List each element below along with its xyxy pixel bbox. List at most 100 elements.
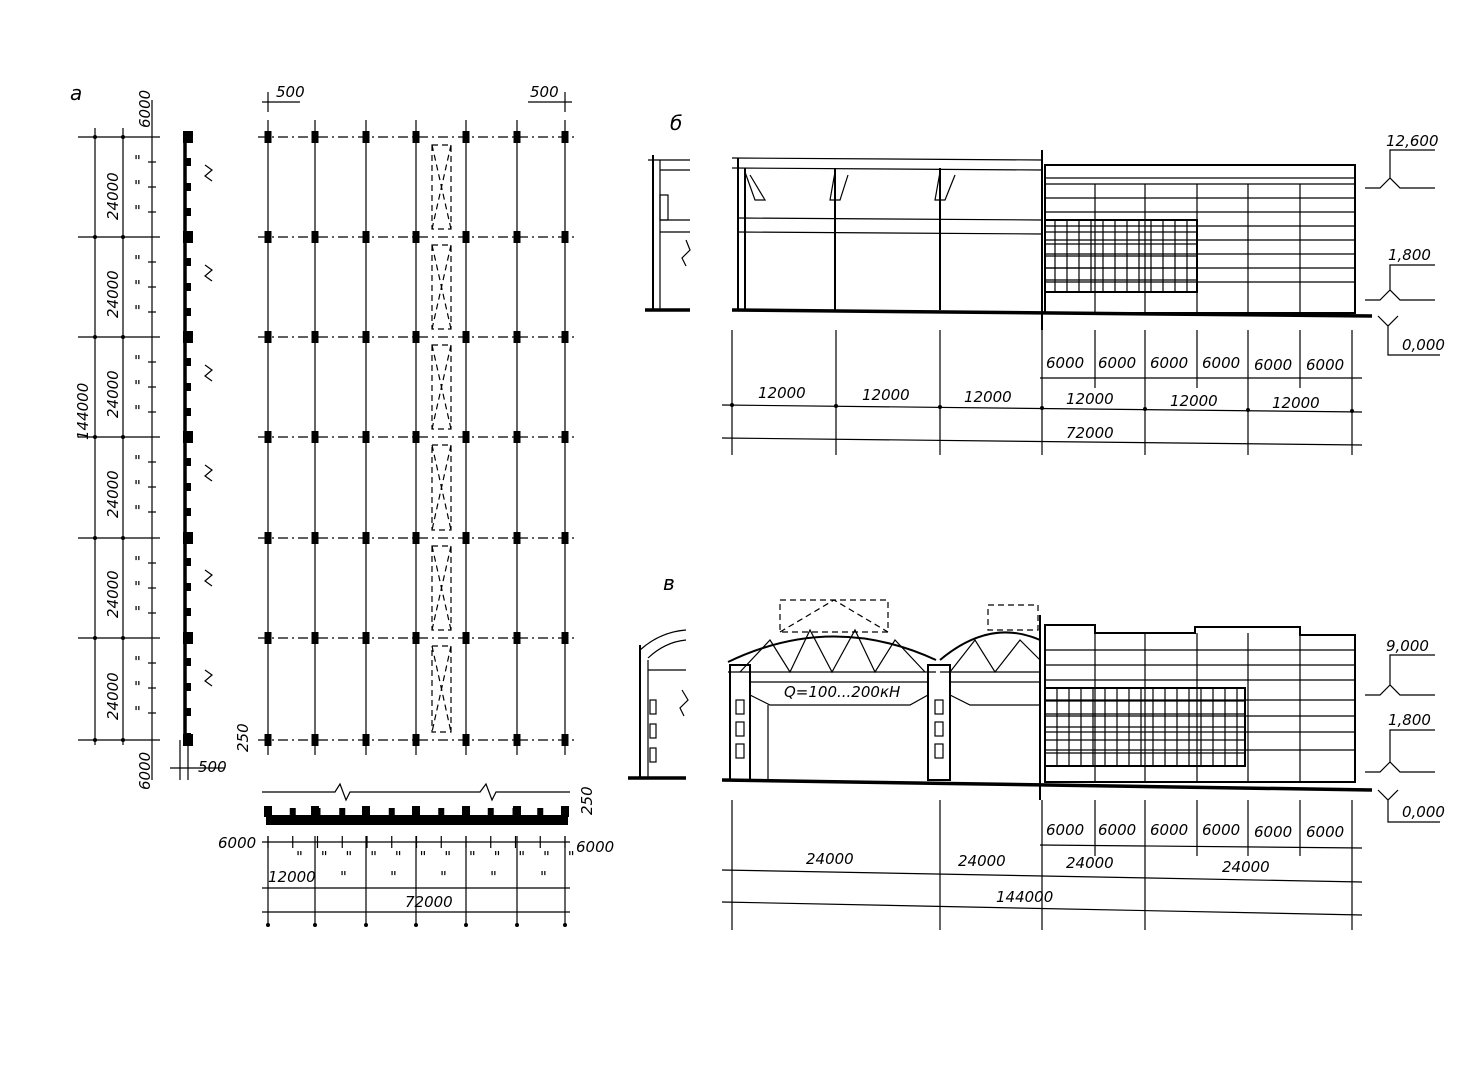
v-crane-capacity: Q=100...200кН bbox=[784, 683, 900, 701]
b-dim-12000-3: 12000 bbox=[964, 388, 1012, 406]
b-dim-6000-4: 6000 bbox=[1202, 354, 1240, 372]
dim-24000-3: 24000 bbox=[104, 370, 122, 418]
v-dimension-lines: 6000 6000 6000 6000 6000 6000 24000 2400… bbox=[721, 800, 1363, 930]
b-level-1800: 1,800 bbox=[1388, 246, 1431, 264]
plan-left-dimension-chain: 144000 24000 24000 24000 24000 24000 240… bbox=[74, 90, 227, 790]
v-dim-6000-5: 6000 bbox=[1254, 823, 1292, 841]
svg-text:": " bbox=[395, 848, 402, 866]
v-dim-6000-2: 6000 bbox=[1098, 821, 1136, 839]
v-dim-6000-4: 6000 bbox=[1202, 821, 1240, 839]
svg-text:": " bbox=[134, 377, 141, 395]
svg-text:": " bbox=[134, 553, 141, 571]
svg-text:": " bbox=[134, 202, 141, 220]
v-level-0000: 0,000 bbox=[1402, 803, 1445, 821]
dim-24000-1: 24000 bbox=[104, 172, 122, 220]
b-dim-6000-5: 6000 bbox=[1254, 356, 1292, 374]
svg-text:": " bbox=[296, 848, 303, 866]
svg-text:": " bbox=[543, 848, 550, 866]
svg-text:": " bbox=[134, 402, 141, 420]
svg-text:": " bbox=[134, 703, 141, 721]
v-dim-6000-1: 6000 bbox=[1046, 821, 1084, 839]
label-a: а bbox=[70, 81, 82, 105]
v-dim-6000-6: 6000 bbox=[1306, 823, 1344, 841]
b-level-12600: 12,600 bbox=[1386, 132, 1439, 150]
svg-text:": " bbox=[134, 678, 141, 696]
svg-text:": " bbox=[390, 868, 397, 886]
svg-text:": " bbox=[518, 848, 525, 866]
svg-text:": " bbox=[134, 452, 141, 470]
v-end-section bbox=[628, 629, 689, 780]
b-facade bbox=[1044, 164, 1356, 314]
v-dim-24000-1: 24000 bbox=[806, 850, 854, 868]
b-dim-6000-3: 6000 bbox=[1150, 354, 1188, 372]
dim-250-side: 250 bbox=[234, 723, 252, 752]
v-dim-144000: 144000 bbox=[996, 888, 1053, 906]
svg-text:": " bbox=[321, 848, 328, 866]
svg-text:": " bbox=[420, 848, 427, 866]
dim-24000-6: 24000 bbox=[104, 672, 122, 720]
strip-dim-12000: 12000 bbox=[268, 868, 316, 886]
section-v-elevation: в bbox=[628, 571, 1445, 930]
v-cross-section: Q=100...200кН bbox=[721, 599, 1373, 800]
label-v: в bbox=[663, 571, 675, 595]
svg-text:": " bbox=[134, 603, 141, 621]
dim-24000-5: 24000 bbox=[104, 570, 122, 618]
v-level-marks: 9,000 1,800 0,000 bbox=[1365, 637, 1445, 823]
strip-wall bbox=[266, 815, 568, 825]
b-dim-6000-6: 6000 bbox=[1306, 356, 1344, 374]
svg-text:": " bbox=[540, 868, 547, 886]
svg-text:": " bbox=[134, 252, 141, 270]
dim-500-top-right: 500 bbox=[530, 83, 559, 101]
b-dim-12000-2: 12000 bbox=[862, 386, 910, 404]
dim-6000-bottom: 6000 bbox=[136, 752, 154, 790]
svg-text:": " bbox=[340, 868, 347, 886]
b-dimension-lines: 12000 12000 12000 12000 12000 12000 7200… bbox=[721, 330, 1363, 455]
v-dim-24000-3: 24000 bbox=[1066, 854, 1114, 872]
b-dim-12000-5: 12000 bbox=[1170, 392, 1218, 410]
svg-text:": " bbox=[134, 277, 141, 295]
svg-text:": " bbox=[134, 578, 141, 596]
b-dim-72000: 72000 bbox=[1066, 424, 1114, 442]
b-dim-6000-2: 6000 bbox=[1098, 354, 1136, 372]
strip-dim-6000-left: 6000 bbox=[218, 834, 256, 852]
v-dim-24000-2: 24000 bbox=[958, 852, 1006, 870]
svg-text:": " bbox=[494, 848, 501, 866]
b-dim-12000-4: 12000 bbox=[1066, 390, 1114, 408]
strip-dim-250: 250 bbox=[578, 786, 596, 815]
dim-24000-4: 24000 bbox=[104, 470, 122, 518]
svg-text:": " bbox=[134, 352, 141, 370]
section-a-plan: а 144000 24000 24000 24000 24000 24000 2… bbox=[70, 81, 614, 927]
section-b-elevation: б bbox=[645, 111, 1445, 455]
b-dim-6000-1: 6000 bbox=[1046, 354, 1084, 372]
v-level-1800: 1,800 bbox=[1388, 711, 1431, 729]
svg-text:": " bbox=[444, 848, 451, 866]
svg-text:": " bbox=[490, 868, 497, 886]
svg-text:": " bbox=[134, 152, 141, 170]
b-end-section bbox=[645, 155, 691, 312]
svg-text:": " bbox=[134, 653, 141, 671]
strip-dim-6000-right: 6000 bbox=[576, 838, 614, 856]
dim-500-bottom: 500 bbox=[198, 758, 227, 776]
svg-text:": " bbox=[134, 177, 141, 195]
label-b: б bbox=[670, 111, 682, 135]
svg-text:": " bbox=[370, 848, 377, 866]
dim-total-144000: 144000 bbox=[74, 383, 92, 440]
strip-dim-72000: 72000 bbox=[405, 893, 453, 911]
plan-column-grid: 500 500 250 bbox=[234, 83, 578, 755]
dim-24000-2: 24000 bbox=[104, 270, 122, 318]
v-level-9000: 9,000 bbox=[1386, 637, 1429, 655]
svg-text:": " bbox=[345, 848, 352, 866]
svg-text:": " bbox=[134, 477, 141, 495]
b-level-marks: 12,600 1,800 0,000 bbox=[1365, 132, 1445, 356]
v-dim-24000-4: 24000 bbox=[1222, 858, 1270, 876]
b-dim-12000-6: 12000 bbox=[1272, 394, 1320, 412]
svg-text:": " bbox=[134, 302, 141, 320]
svg-text:": " bbox=[134, 502, 141, 520]
v-facade bbox=[1044, 624, 1356, 783]
svg-text:": " bbox=[568, 848, 575, 866]
plan-wall-strip-left bbox=[183, 131, 213, 746]
b-level-0000: 0,000 bbox=[1402, 336, 1445, 354]
plan-wall-strip-bottom: 6000 6000 250 12000 72000 " " " " " " " " " " " " " "… bbox=[218, 782, 614, 927]
b-dim-12000-1: 12000 bbox=[758, 384, 806, 402]
